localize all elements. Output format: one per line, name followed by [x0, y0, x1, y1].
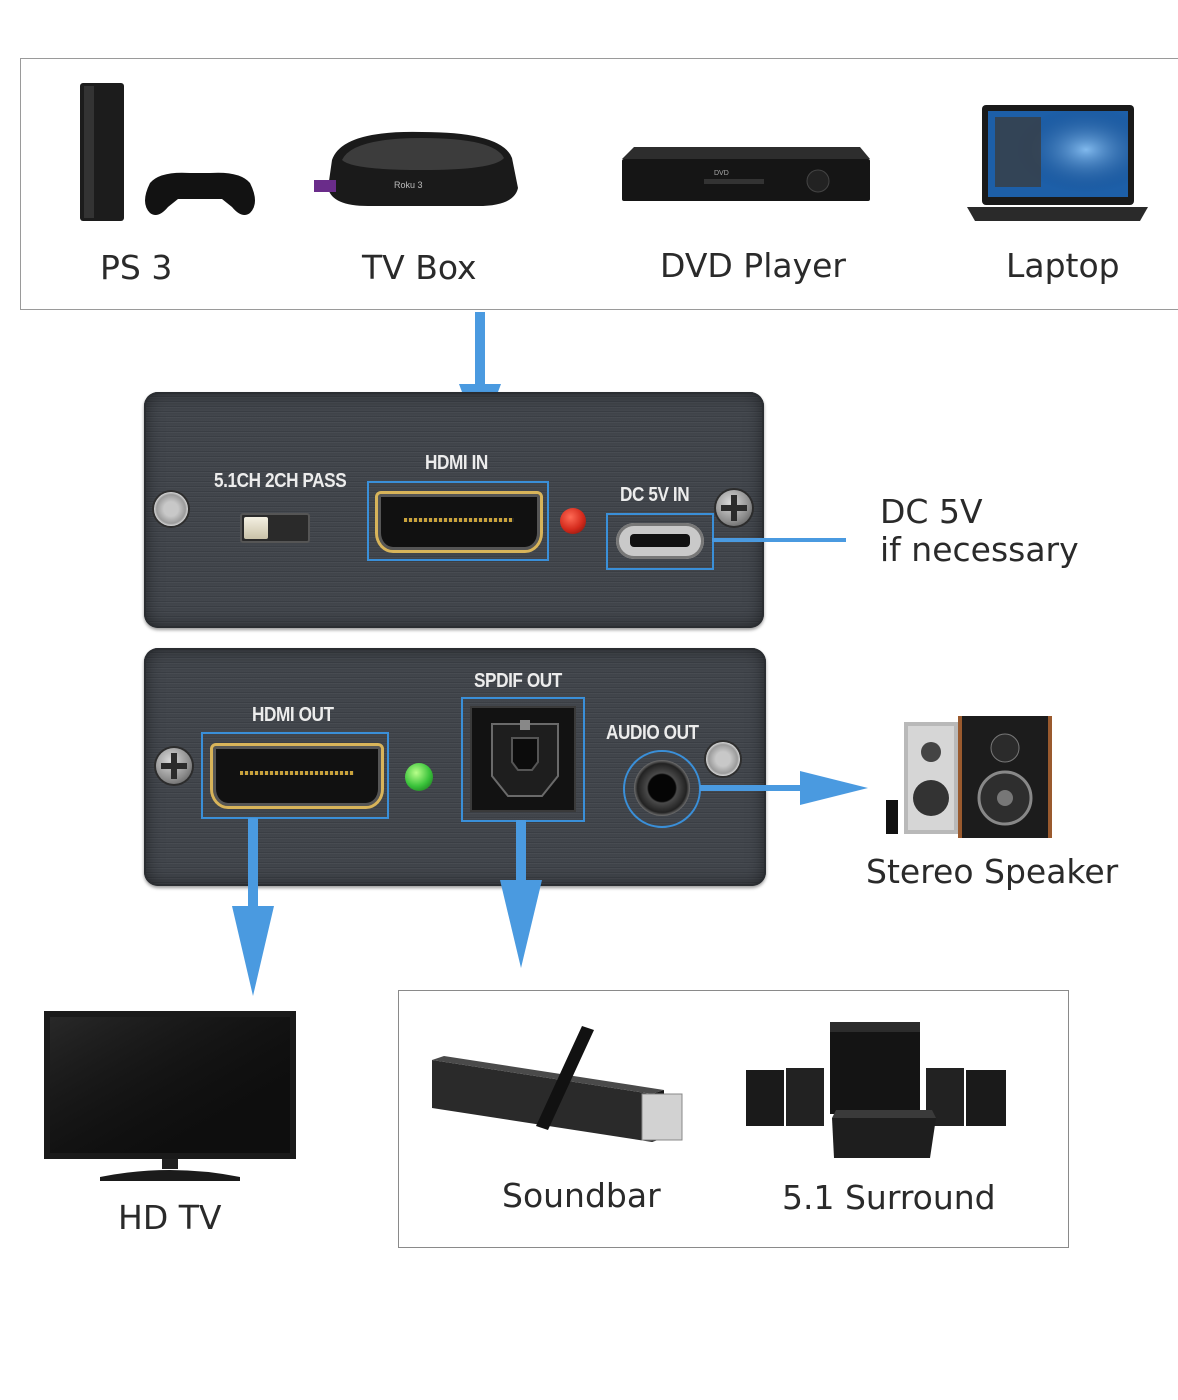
dc-note-line2: if necessary: [880, 530, 1079, 569]
output-label-hdtv: HD TV: [118, 1198, 222, 1237]
output-label-soundbar: Soundbar: [502, 1176, 661, 1215]
source-devices-box: [20, 58, 1178, 310]
ps3-console-icon: [80, 83, 255, 221]
hdmi-out-port[interactable]: [210, 743, 384, 809]
stereo-speaker-icon: [886, 716, 1052, 838]
source-label-laptop: Laptop: [1006, 246, 1120, 285]
hdtv-output-arrow: [232, 818, 274, 996]
tv-box-icon: Roku 3: [314, 131, 518, 206]
svg-text:Roku 3: Roku 3: [394, 180, 423, 190]
hdmi-out-label: HDMI OUT: [252, 704, 334, 726]
dvd-player-icon: DVD: [622, 147, 870, 201]
mode-switch-knob: [244, 517, 268, 539]
hdmi-in-label: HDMI IN: [425, 452, 488, 474]
spdif-devices-box: [398, 990, 1069, 1248]
hdtv-icon: [44, 1011, 296, 1181]
mounting-screw-icon: [716, 490, 752, 526]
hdmi-in-port[interactable]: [375, 491, 543, 553]
output-label-stereo-speaker: Stereo Speaker: [866, 852, 1119, 891]
source-label-ps3: PS 3: [100, 248, 173, 287]
mounting-screw-icon: [156, 748, 192, 784]
toslink-port[interactable]: [470, 706, 576, 812]
spdif-out-label: SPDIF OUT: [474, 670, 562, 692]
mode-switch-label: 5.1CH 2CH PASS: [214, 470, 347, 492]
surround-speakers-icon: [746, 1022, 1006, 1158]
micro-usb-port[interactable]: [616, 523, 704, 559]
status-led-green: [405, 763, 433, 791]
hdmi-out-highlight: [201, 732, 389, 819]
spdif-output-arrow: [500, 820, 542, 968]
output-label-surround: 5.1 Surround: [782, 1178, 996, 1217]
source-label-tv-box: TV Box: [362, 248, 477, 287]
mode-switch[interactable]: [240, 513, 310, 543]
knurled-nut-icon: [706, 742, 740, 776]
soundbar-icon: [432, 1026, 683, 1142]
dc-note-line1: DC 5V: [880, 492, 983, 531]
laptop-icon: [967, 105, 1148, 221]
toslink-socket-icon: [491, 720, 559, 797]
source-label-dvd-player: DVD Player: [660, 246, 846, 285]
audio-out-jack[interactable]: [634, 760, 690, 816]
knurled-nut-icon: [154, 492, 188, 526]
dc-note-connector: [712, 538, 846, 542]
audio-out-label: AUDIO OUT: [606, 722, 699, 744]
power-led-red: [560, 508, 586, 534]
hdmi-in-highlight: [367, 481, 549, 561]
svg-text:DVD: DVD: [714, 170, 729, 177]
stereo-output-arrow: [700, 771, 868, 805]
dc-in-label: DC 5V IN: [620, 484, 690, 506]
